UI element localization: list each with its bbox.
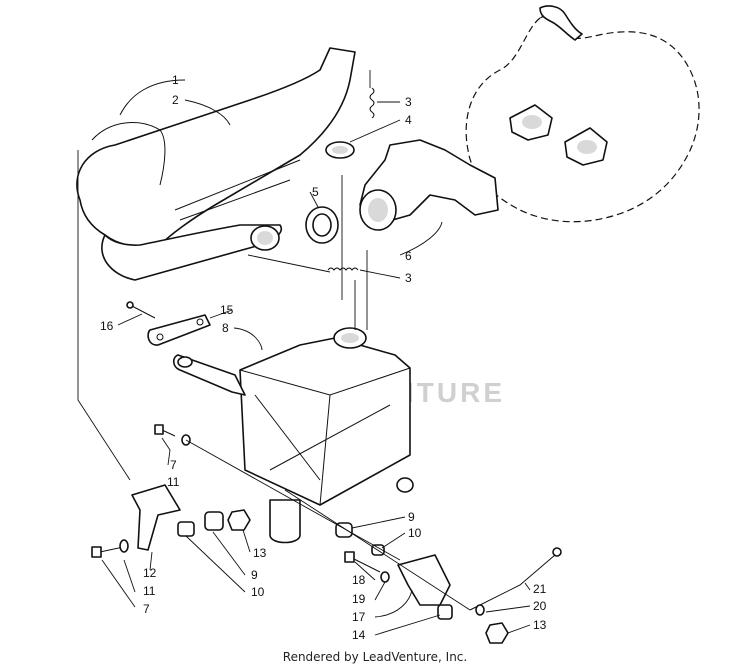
callout-3-top: 3 <box>405 95 412 109</box>
callout-14: 14 <box>352 628 366 642</box>
callout-17: 17 <box>352 610 366 624</box>
callout-13-right: 13 <box>533 618 547 632</box>
cable-21 <box>469 547 562 611</box>
exhaust-manifold <box>359 139 499 231</box>
spacer-10-lower <box>177 521 195 537</box>
nut-13-right <box>485 622 509 644</box>
spring-bottom <box>327 267 359 271</box>
muffler <box>172 327 414 544</box>
callout-5: 5 <box>312 185 319 199</box>
callout-labels: 1 2 3 4 5 6 3 15 16 8 7 11 9 10 12 11 7 … <box>100 73 547 642</box>
bolt-16 <box>126 301 156 319</box>
callout-15: 15 <box>220 303 234 317</box>
callout-7-lower: 7 <box>143 602 150 616</box>
bushing-14 <box>437 604 453 620</box>
nut-13-lower <box>227 509 251 531</box>
callout-3-bottom: 3 <box>405 271 412 285</box>
callout-9-lower: 9 <box>251 568 258 582</box>
callout-12: 12 <box>143 566 157 580</box>
callout-leaders <box>101 79 531 636</box>
washer-11-lower <box>119 539 129 553</box>
callout-11-upper: 11 <box>167 475 180 489</box>
bolt-18 <box>344 551 381 573</box>
callout-1: 1 <box>172 73 179 87</box>
bracket-12 <box>131 484 181 551</box>
callout-7-upper: 7 <box>170 458 177 472</box>
callout-11-lower: 11 <box>143 584 156 598</box>
washer-19 <box>380 571 390 583</box>
callout-2: 2 <box>172 93 179 107</box>
expansion-chamber <box>76 47 356 281</box>
bracket-15 <box>147 314 211 346</box>
callout-6: 6 <box>405 249 412 263</box>
seal-ring <box>305 206 339 244</box>
callout-8: 8 <box>222 321 229 335</box>
assembly-lines <box>77 70 471 611</box>
callout-13-lower: 13 <box>253 546 267 560</box>
callout-21: 21 <box>533 582 547 596</box>
callout-18: 18 <box>352 573 366 587</box>
callout-16: 16 <box>100 319 114 333</box>
footer-credit: Rendered by LeadVenture, Inc. <box>282 650 468 664</box>
callout-4: 4 <box>405 113 412 127</box>
callout-10-right: 10 <box>408 526 422 540</box>
bushing-9-lower <box>204 511 224 531</box>
grommet <box>325 141 355 159</box>
callout-9-right: 9 <box>408 510 415 524</box>
bolt-7-upper <box>154 424 176 437</box>
callout-19: 19 <box>352 592 366 606</box>
callout-10-lower: 10 <box>251 585 265 599</box>
spring-top <box>369 87 375 119</box>
callout-20: 20 <box>533 599 547 613</box>
engine-outline <box>465 5 700 223</box>
washer-20 <box>475 604 485 616</box>
